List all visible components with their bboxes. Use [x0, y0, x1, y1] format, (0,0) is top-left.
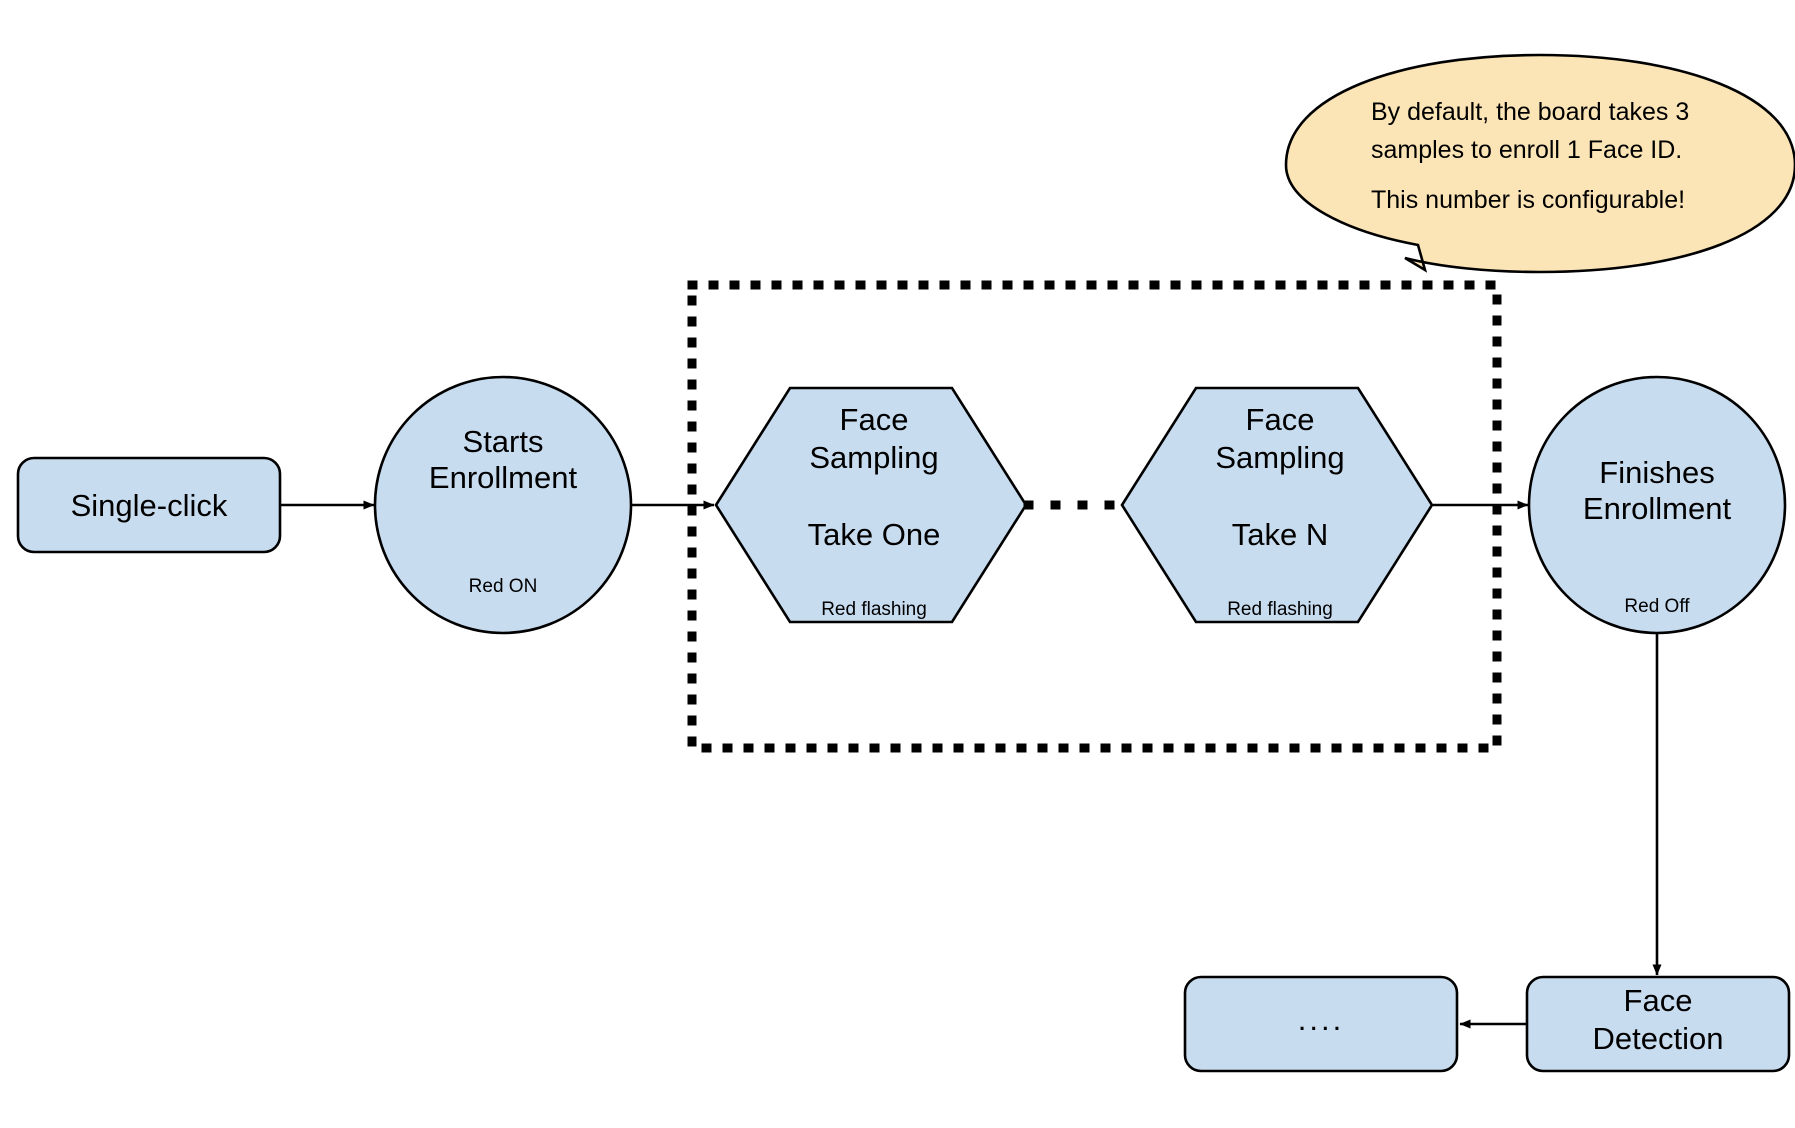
node-sampling-n-line2: Sampling: [1215, 440, 1344, 475]
callout-line-3: This number is configurable!: [1371, 186, 1685, 214]
node-sampling-n-line1: Face: [1246, 402, 1315, 437]
node-sampling-one-status: Red flashing: [821, 599, 927, 620]
sampling-group-box: [687, 280, 1502, 753]
node-sampling-one-line1: Face: [840, 402, 909, 437]
node-face-detection[interactable]: [1525, 975, 1791, 1073]
node-starts-enrollment-line1: Starts: [463, 424, 544, 459]
node-face-detection-line2: Detection: [1593, 1021, 1724, 1056]
node-single-click-label: Single-click: [71, 488, 228, 523]
node-ellipsis-box-label: ....: [1298, 1002, 1344, 1037]
node-sampling-n-take: Take N: [1232, 517, 1328, 552]
callout-line-2: samples to enroll 1 Face ID.: [1371, 136, 1682, 164]
node-single-click[interactable]: [16, 456, 282, 554]
node-face-detection-line1: Face: [1624, 983, 1693, 1018]
node-sampling-one-take: Take One: [808, 517, 941, 552]
node-face-sampling-take-n[interactable]: [1120, 386, 1434, 624]
node-finishes-enrollment-status: Red Off: [1624, 596, 1690, 617]
node-sampling-n-status: Red flashing: [1227, 599, 1333, 620]
node-starts-enrollment[interactable]: [373, 375, 633, 635]
node-sampling-one-line2: Sampling: [809, 440, 938, 475]
callout-bubble: [1284, 53, 1795, 274]
node-starts-enrollment-line2: Enrollment: [429, 460, 578, 495]
node-finishes-enrollment-line2: Enrollment: [1583, 491, 1732, 526]
node-finishes-enrollment-line1: Finishes: [1599, 455, 1714, 490]
node-starts-enrollment-status: Red ON: [469, 576, 538, 597]
node-ellipsis-box[interactable]: [1183, 975, 1459, 1073]
callout-line-1: By default, the board takes 3: [1371, 98, 1689, 126]
